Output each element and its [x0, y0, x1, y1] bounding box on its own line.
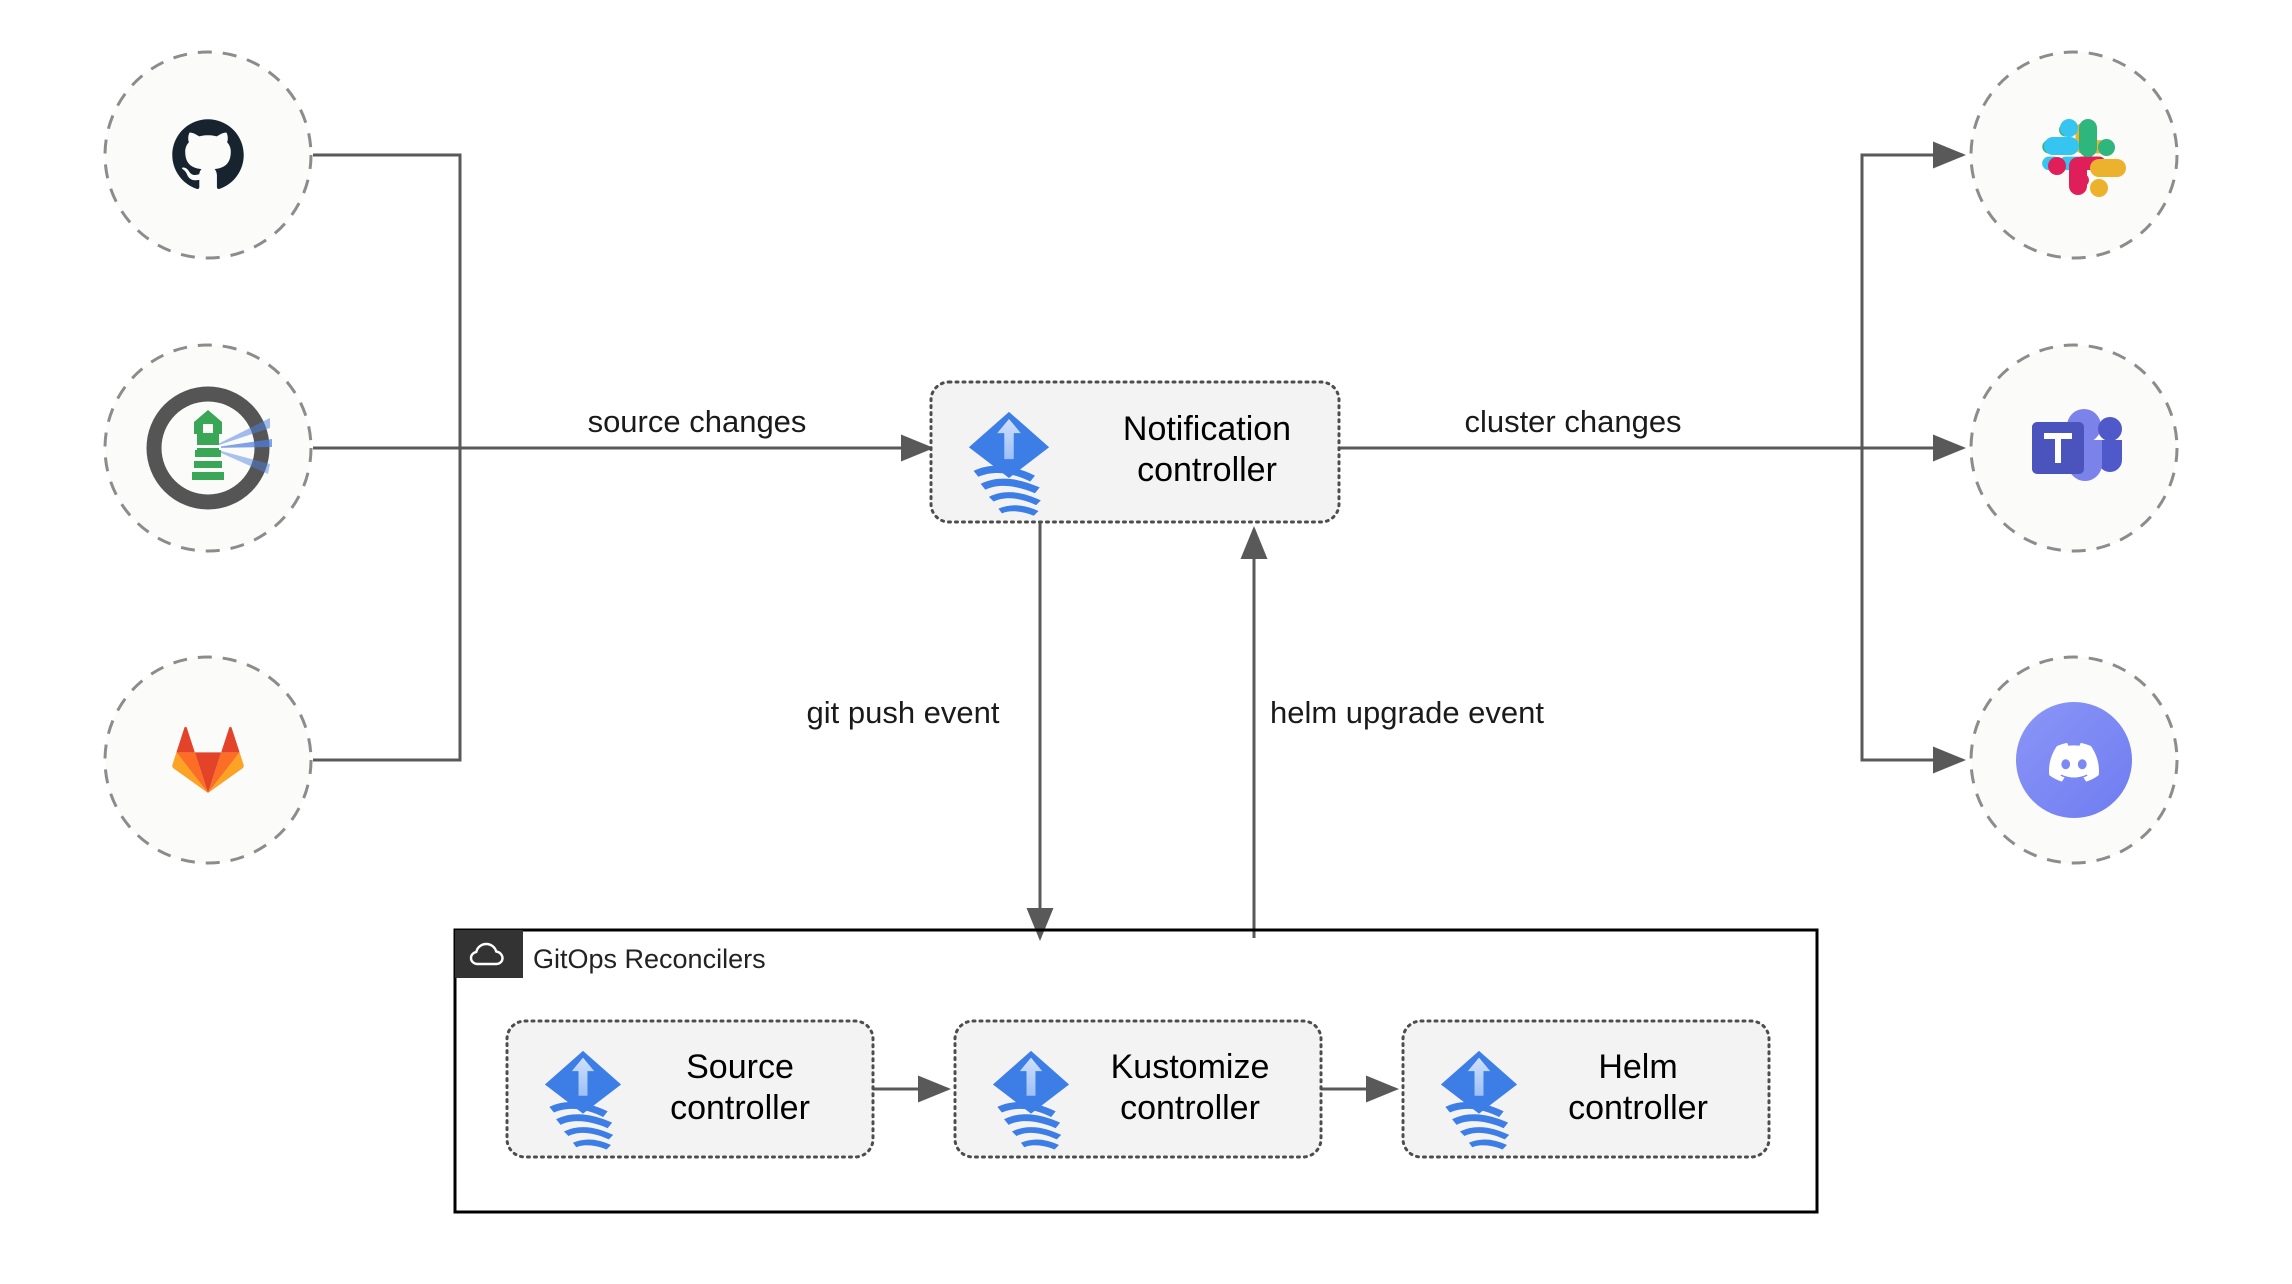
notification-controller-node[interactable]: Notification controller: [929, 380, 1341, 524]
flux-logo-icon: [544, 1050, 622, 1150]
discord-icon: [2016, 702, 2132, 818]
reconciler-helm-label-line1: Helm: [1598, 1048, 1677, 1086]
gitops-group-title: GitOps Reconcilers: [533, 944, 766, 974]
github-icon: [172, 119, 244, 189]
reconciler-node-source[interactable]: Source controller: [505, 1019, 875, 1159]
gitops-reconcilers-group: GitOps Reconcilers: [453, 928, 1819, 1214]
edge-label-git-push-event: git push event: [806, 695, 999, 730]
cloud-icon-badge: [455, 930, 523, 978]
source-node-gitlab[interactable]: [103, 655, 313, 865]
reconciler-node-kustomize[interactable]: Kustomize controller: [953, 1019, 1323, 1159]
notification-controller-label-line2: controller: [1137, 451, 1277, 489]
reconciler-source-label-line2: controller: [670, 1089, 810, 1127]
source-node-github[interactable]: [103, 50, 313, 260]
slack-icon-shapes: [2044, 119, 2126, 197]
reconciler-helm-label-line2: controller: [1568, 1089, 1708, 1127]
destination-node-slack[interactable]: [1969, 50, 2179, 260]
notification-controller-label-line1: Notification: [1123, 410, 1291, 448]
connector-sources-bus: [313, 153, 934, 762]
reconciler-node-helm[interactable]: Helm controller: [1401, 1019, 1771, 1159]
msteams-icon: [2032, 409, 2122, 481]
flux-logo-icon: [1440, 1050, 1518, 1150]
gitlab-icon: [172, 726, 244, 793]
edge-label-source-changes: source changes: [588, 404, 807, 439]
edge-label-helm-upgrade-event: helm upgrade event: [1270, 695, 1544, 730]
connector-notification-to-destinations: [1339, 141, 1966, 774]
flux-logo-icon: [992, 1050, 1070, 1150]
destination-node-discord[interactable]: [1969, 655, 2179, 865]
reconciler-kustomize-label-line2: controller: [1120, 1089, 1260, 1127]
reconciler-kustomize-label-line1: Kustomize: [1111, 1048, 1270, 1086]
cloud-icon: [469, 942, 504, 966]
source-node-flux[interactable]: [103, 343, 313, 553]
flux-logo-icon: [968, 411, 1050, 516]
flux-lighthouse-icon: [146, 386, 272, 510]
reconciler-source-label-line1: Source: [686, 1048, 794, 1086]
destination-node-teams[interactable]: [1969, 343, 2179, 553]
edge-label-cluster-changes: cluster changes: [1464, 404, 1681, 439]
